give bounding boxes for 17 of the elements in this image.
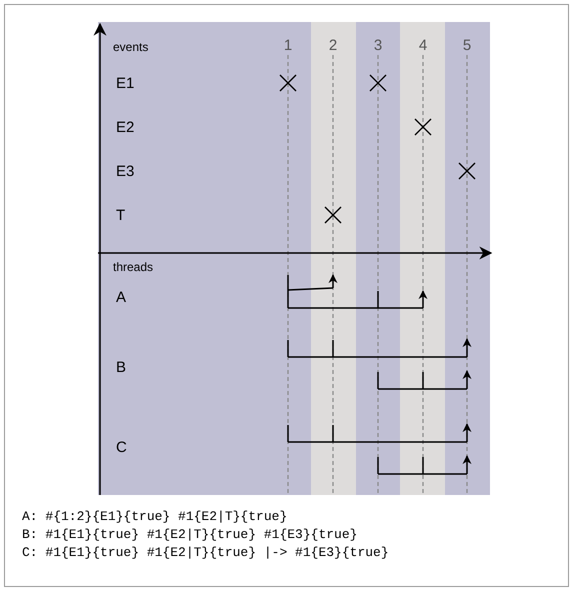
axis-title: events — [113, 41, 148, 53]
time-step-number: 4 — [418, 38, 428, 53]
thread-name: C — [116, 440, 127, 455]
event-name: E2 — [116, 120, 134, 135]
time-step-number: 5 — [462, 38, 472, 53]
time-step-number: 2 — [328, 38, 338, 53]
time-step-number: 3 — [374, 38, 382, 53]
time-step-number: 1 — [284, 38, 292, 53]
thread-name: B — [116, 360, 126, 375]
event-name: T — [116, 208, 126, 223]
pattern-code-line: A: #{1:2}{E1}{true} #1{E2|T}{true} — [22, 510, 288, 523]
pattern-code-line: C: #1{E1}{true} #1{E2|T}{true} |-> #1{E3}{true} — [22, 546, 389, 559]
pattern-code-line: B: #1{E1}{true} #1{E2|T}{true} #1{E3}{true} — [22, 528, 358, 541]
thread-name: A — [116, 290, 126, 305]
event-name: E1 — [116, 76, 134, 91]
axis-title: threads — [113, 261, 154, 273]
event-name: E3 — [116, 164, 134, 179]
